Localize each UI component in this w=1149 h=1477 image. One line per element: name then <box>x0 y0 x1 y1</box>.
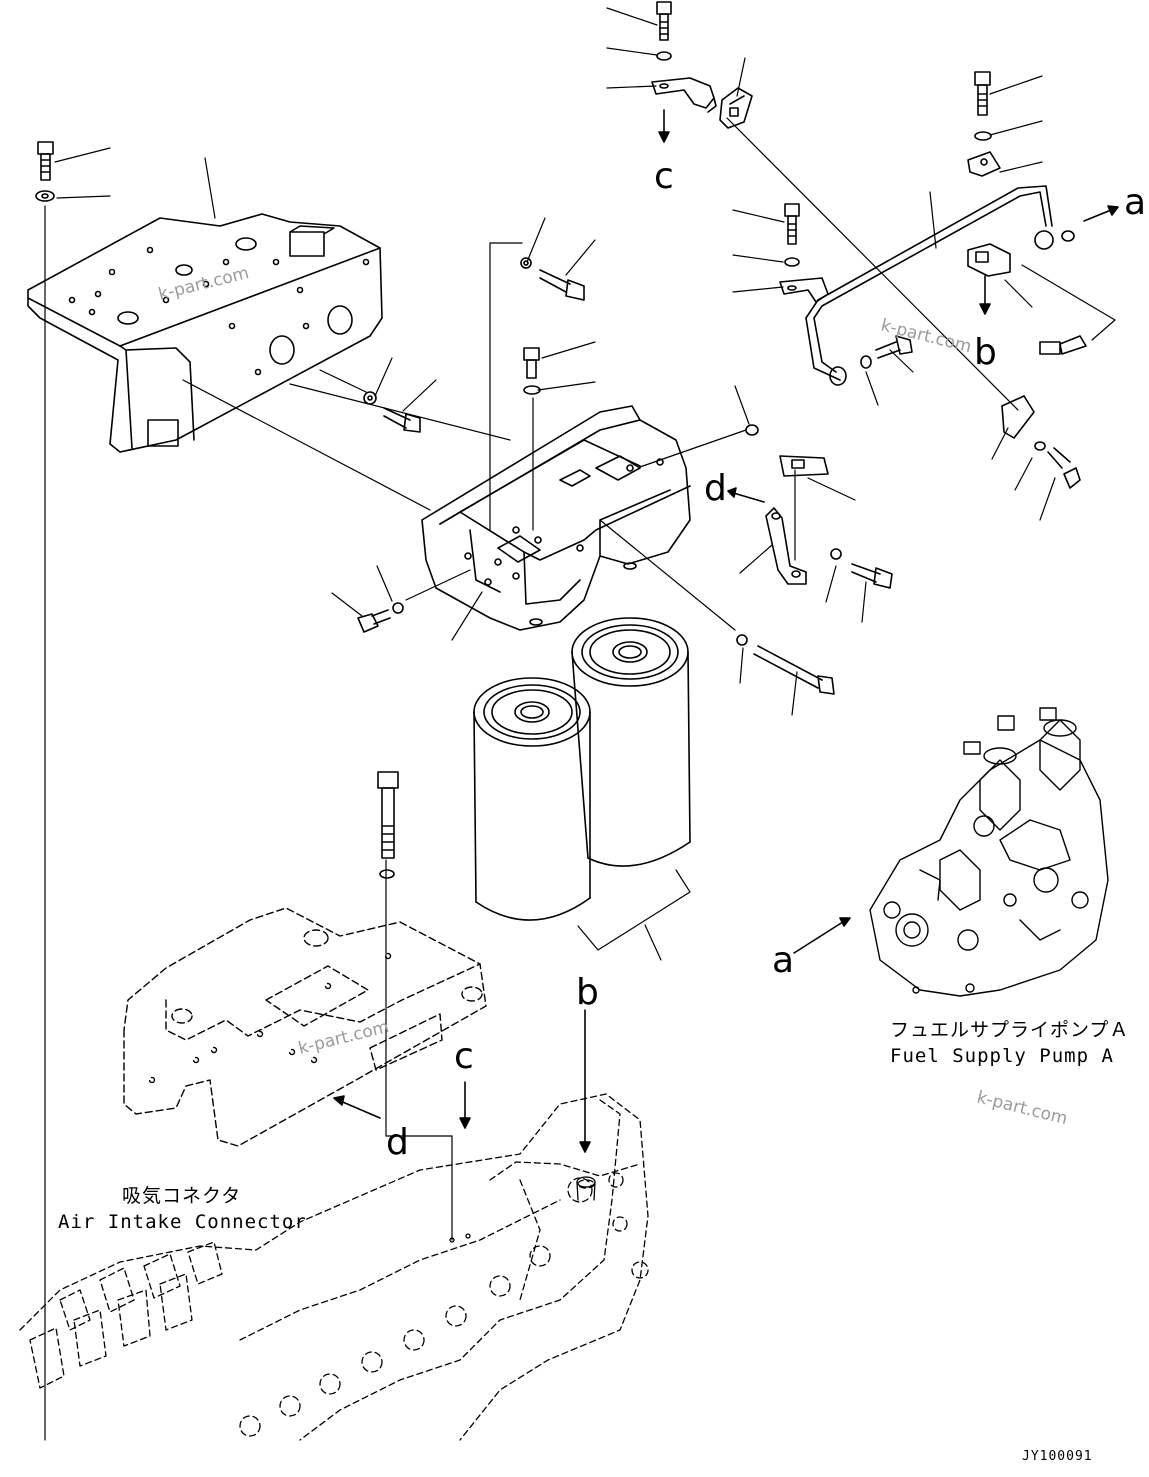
ghost-bracket <box>123 907 487 1147</box>
fuel-line-pipe <box>805 185 1075 386</box>
arrows <box>333 109 1119 1153</box>
bolt-left-mid <box>363 391 421 433</box>
watermark: k-part.com <box>156 263 251 305</box>
callout-b: b <box>576 972 599 1013</box>
washer-right-top <box>974 131 992 141</box>
callouts: c a b d a b c d <box>386 156 1146 1163</box>
bolt-right-mid <box>1039 335 1087 355</box>
callout-a-bottom: a <box>772 940 794 981</box>
clamp-mid <box>779 455 829 477</box>
watermark: k-part.com <box>975 1087 1070 1129</box>
fuel-filter-rear <box>571 617 691 867</box>
clamp-right-mid <box>967 243 1011 277</box>
filter-head <box>421 405 691 631</box>
air-intake-caption-en: Air Intake Connector <box>58 1211 307 1233</box>
drawing-code: JY100091 <box>1022 1449 1093 1464</box>
bolt-d <box>851 563 893 589</box>
fuel-pump-caption-en: Fuel Supply Pump A <box>890 1045 1114 1067</box>
banjo-bolt-upper <box>520 257 585 301</box>
bolt-mid-right <box>784 203 800 245</box>
banjo-bolt-right <box>745 335 913 436</box>
filter-bracket-leader <box>577 869 691 951</box>
captions: フュエルサプライポンプＡ Fuel Supply Pump A 吸気コネクタ A… <box>58 1019 1129 1233</box>
clamp-top <box>719 87 753 129</box>
callout-a-top: a <box>1124 182 1146 223</box>
bolt-center-top <box>523 347 540 379</box>
callout-d-lower: d <box>386 1122 409 1163</box>
washer-lower <box>379 869 395 879</box>
bolt-lower <box>377 771 399 859</box>
fuel-supply-pump <box>869 707 1109 997</box>
clamp-right-top <box>967 151 1001 177</box>
washer-d <box>830 548 842 560</box>
callout-c-bottom: c <box>454 1036 474 1077</box>
mounting-bracket-top-left <box>27 213 383 453</box>
watermarks: k-part.com k-part.com k-part.com k-part.… <box>156 263 1069 1129</box>
long-bolt <box>736 634 835 695</box>
bolt-top-center <box>656 1 672 41</box>
clamp-right-low <box>1001 395 1081 489</box>
bracket-d <box>765 507 807 585</box>
engine-block <box>19 1093 649 1441</box>
fuel-filter-front <box>473 677 591 921</box>
air-intake-caption-jp: 吸気コネクタ <box>122 1185 241 1207</box>
callout-d-upper: d <box>704 468 727 509</box>
bolt-left-low <box>357 602 404 633</box>
washer-left-top <box>35 190 55 202</box>
callout-c-top: c <box>654 156 674 197</box>
engine-block-solid-details <box>449 1176 596 1243</box>
fuel-pump-caption-jp: フュエルサプライポンプＡ <box>890 1019 1129 1041</box>
washer-mid-right <box>784 257 800 267</box>
washer-center-top <box>523 385 541 395</box>
bolt-right-top <box>974 71 991 116</box>
bracket-c-top <box>651 77 717 113</box>
leader-lines <box>44 7 1116 1441</box>
watermark: k-part.com <box>296 1017 391 1059</box>
callout-b-bracket: b <box>974 332 997 373</box>
watermark: k-part.com <box>879 315 974 357</box>
bolt-left-top <box>37 141 54 181</box>
washer-top-center <box>656 51 672 61</box>
